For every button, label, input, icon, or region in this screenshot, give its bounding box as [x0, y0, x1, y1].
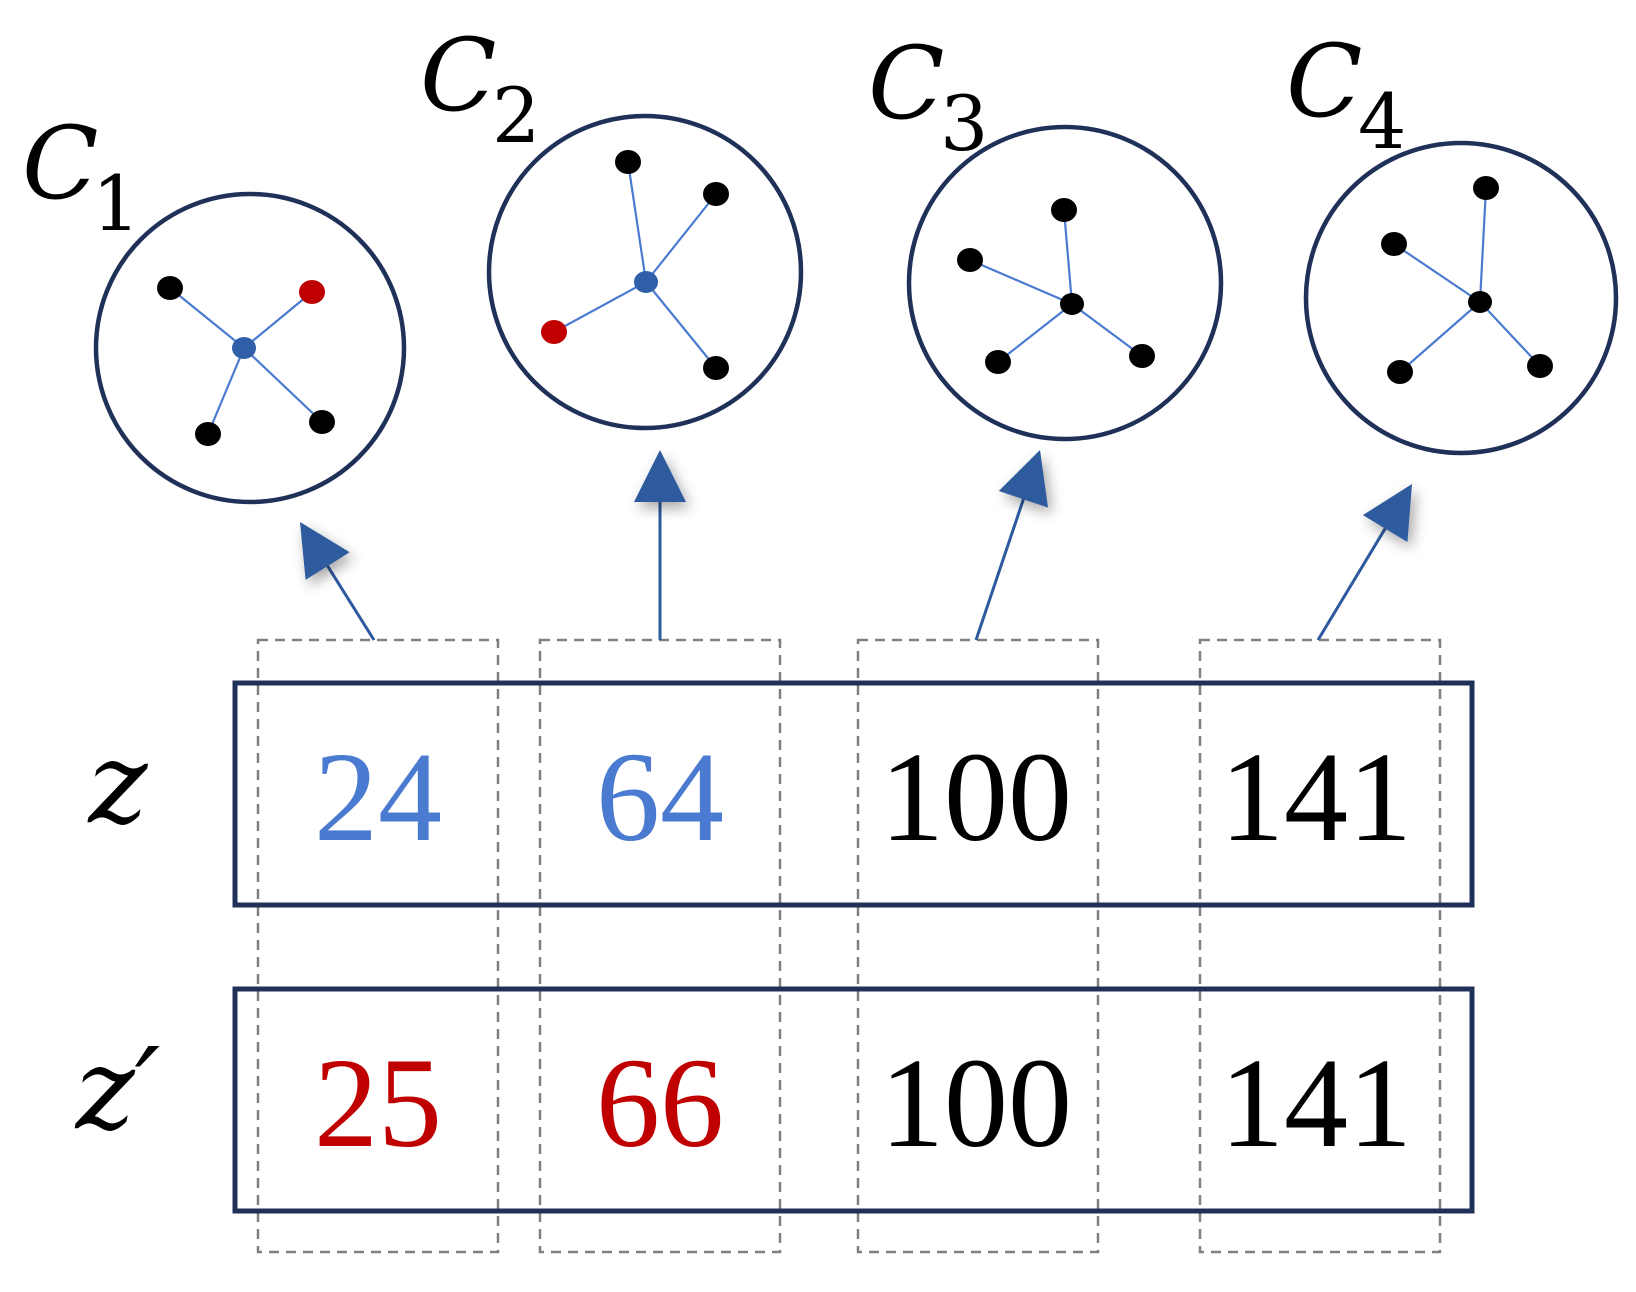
center-node: [1468, 291, 1492, 313]
row-label-z-prime: z′: [74, 1025, 160, 1155]
graph-edge: [169, 287, 245, 349]
graph-node: [1129, 344, 1155, 368]
graph-node: [157, 276, 183, 300]
graph-node: [703, 182, 729, 206]
graph-edge: [997, 303, 1073, 363]
graph-node: [985, 350, 1011, 374]
graph-node: [1527, 354, 1553, 378]
z-prime-value-4: 141: [1220, 1032, 1412, 1174]
vector-z-frame: [232, 680, 1475, 908]
svg-text:C: C: [420, 17, 497, 134]
z-prime-value-3: 100: [880, 1032, 1072, 1174]
z-value-1: 24: [314, 726, 442, 868]
dashed-column-4: [1198, 638, 1442, 1254]
cluster-label-c2: C 2: [420, 17, 540, 160]
graph-edge: [1478, 187, 1488, 303]
graph-edge: [1071, 303, 1143, 357]
graph-edge: [645, 193, 717, 283]
changed-node: [299, 280, 325, 304]
graph-node: [615, 150, 641, 174]
graph-node: [703, 356, 729, 380]
graph-edge: [645, 281, 717, 369]
graph-node: [1381, 232, 1407, 256]
row-label-z: z: [86, 719, 148, 849]
graph-edge: [243, 291, 313, 349]
graph-edge: [206, 347, 246, 435]
arrow-2: [634, 450, 686, 640]
arrow-3: [974, 450, 1049, 641]
graph-node: [1387, 360, 1413, 384]
svg-text:C: C: [1286, 23, 1363, 140]
graph-edge: [969, 258, 1073, 306]
graph-node: [957, 248, 983, 272]
graph-node: [1473, 176, 1499, 200]
cluster-1: [93, 191, 407, 505]
changed-node: [541, 320, 567, 344]
arrow-1: [300, 522, 376, 641]
svg-text:4: 4: [1358, 77, 1406, 166]
graph-edge: [626, 161, 648, 283]
svg-text:3: 3: [940, 79, 988, 168]
dashed-column-3: [856, 638, 1100, 1254]
graph-edge: [243, 347, 323, 423]
center-node: [634, 271, 658, 293]
graph-edge: [553, 281, 647, 333]
svg-text:C: C: [22, 105, 99, 222]
graph-node: [195, 422, 221, 446]
arrow-4: [1316, 484, 1412, 641]
z-prime-value-1: 25: [314, 1032, 442, 1174]
cluster-label-c3: C 3: [868, 25, 988, 168]
cluster-4: [1303, 140, 1619, 456]
center-node: [232, 337, 256, 359]
cluster-2: [486, 113, 804, 431]
graph-edge: [1479, 301, 1541, 367]
cluster-circle: [906, 124, 1224, 442]
cluster-circle: [1303, 140, 1619, 456]
clusters: [93, 113, 1619, 505]
cluster-3: [906, 124, 1224, 442]
center-node: [1060, 293, 1084, 315]
graph-node: [1051, 198, 1077, 222]
graph-node: [309, 410, 335, 434]
assignment-arrows: [300, 450, 1412, 641]
z-value-3: 100: [880, 726, 1072, 868]
vector-z-prime-frame: [232, 986, 1475, 1214]
graph-edge: [1062, 209, 1074, 305]
svg-text:C: C: [868, 25, 945, 142]
svg-text:2: 2: [492, 71, 540, 160]
z-value-4: 141: [1220, 726, 1412, 868]
z-value-2: 64: [596, 726, 724, 868]
z-prime-value-2: 66: [596, 1032, 724, 1174]
svg-text:1: 1: [92, 159, 140, 248]
graph-edge: [1399, 301, 1481, 373]
cluster-label-c1: C 1: [22, 105, 140, 248]
dashed-column-1: [256, 638, 500, 1254]
graph-edge: [1393, 243, 1481, 303]
cluster-label-c4: C 4: [1286, 23, 1406, 166]
